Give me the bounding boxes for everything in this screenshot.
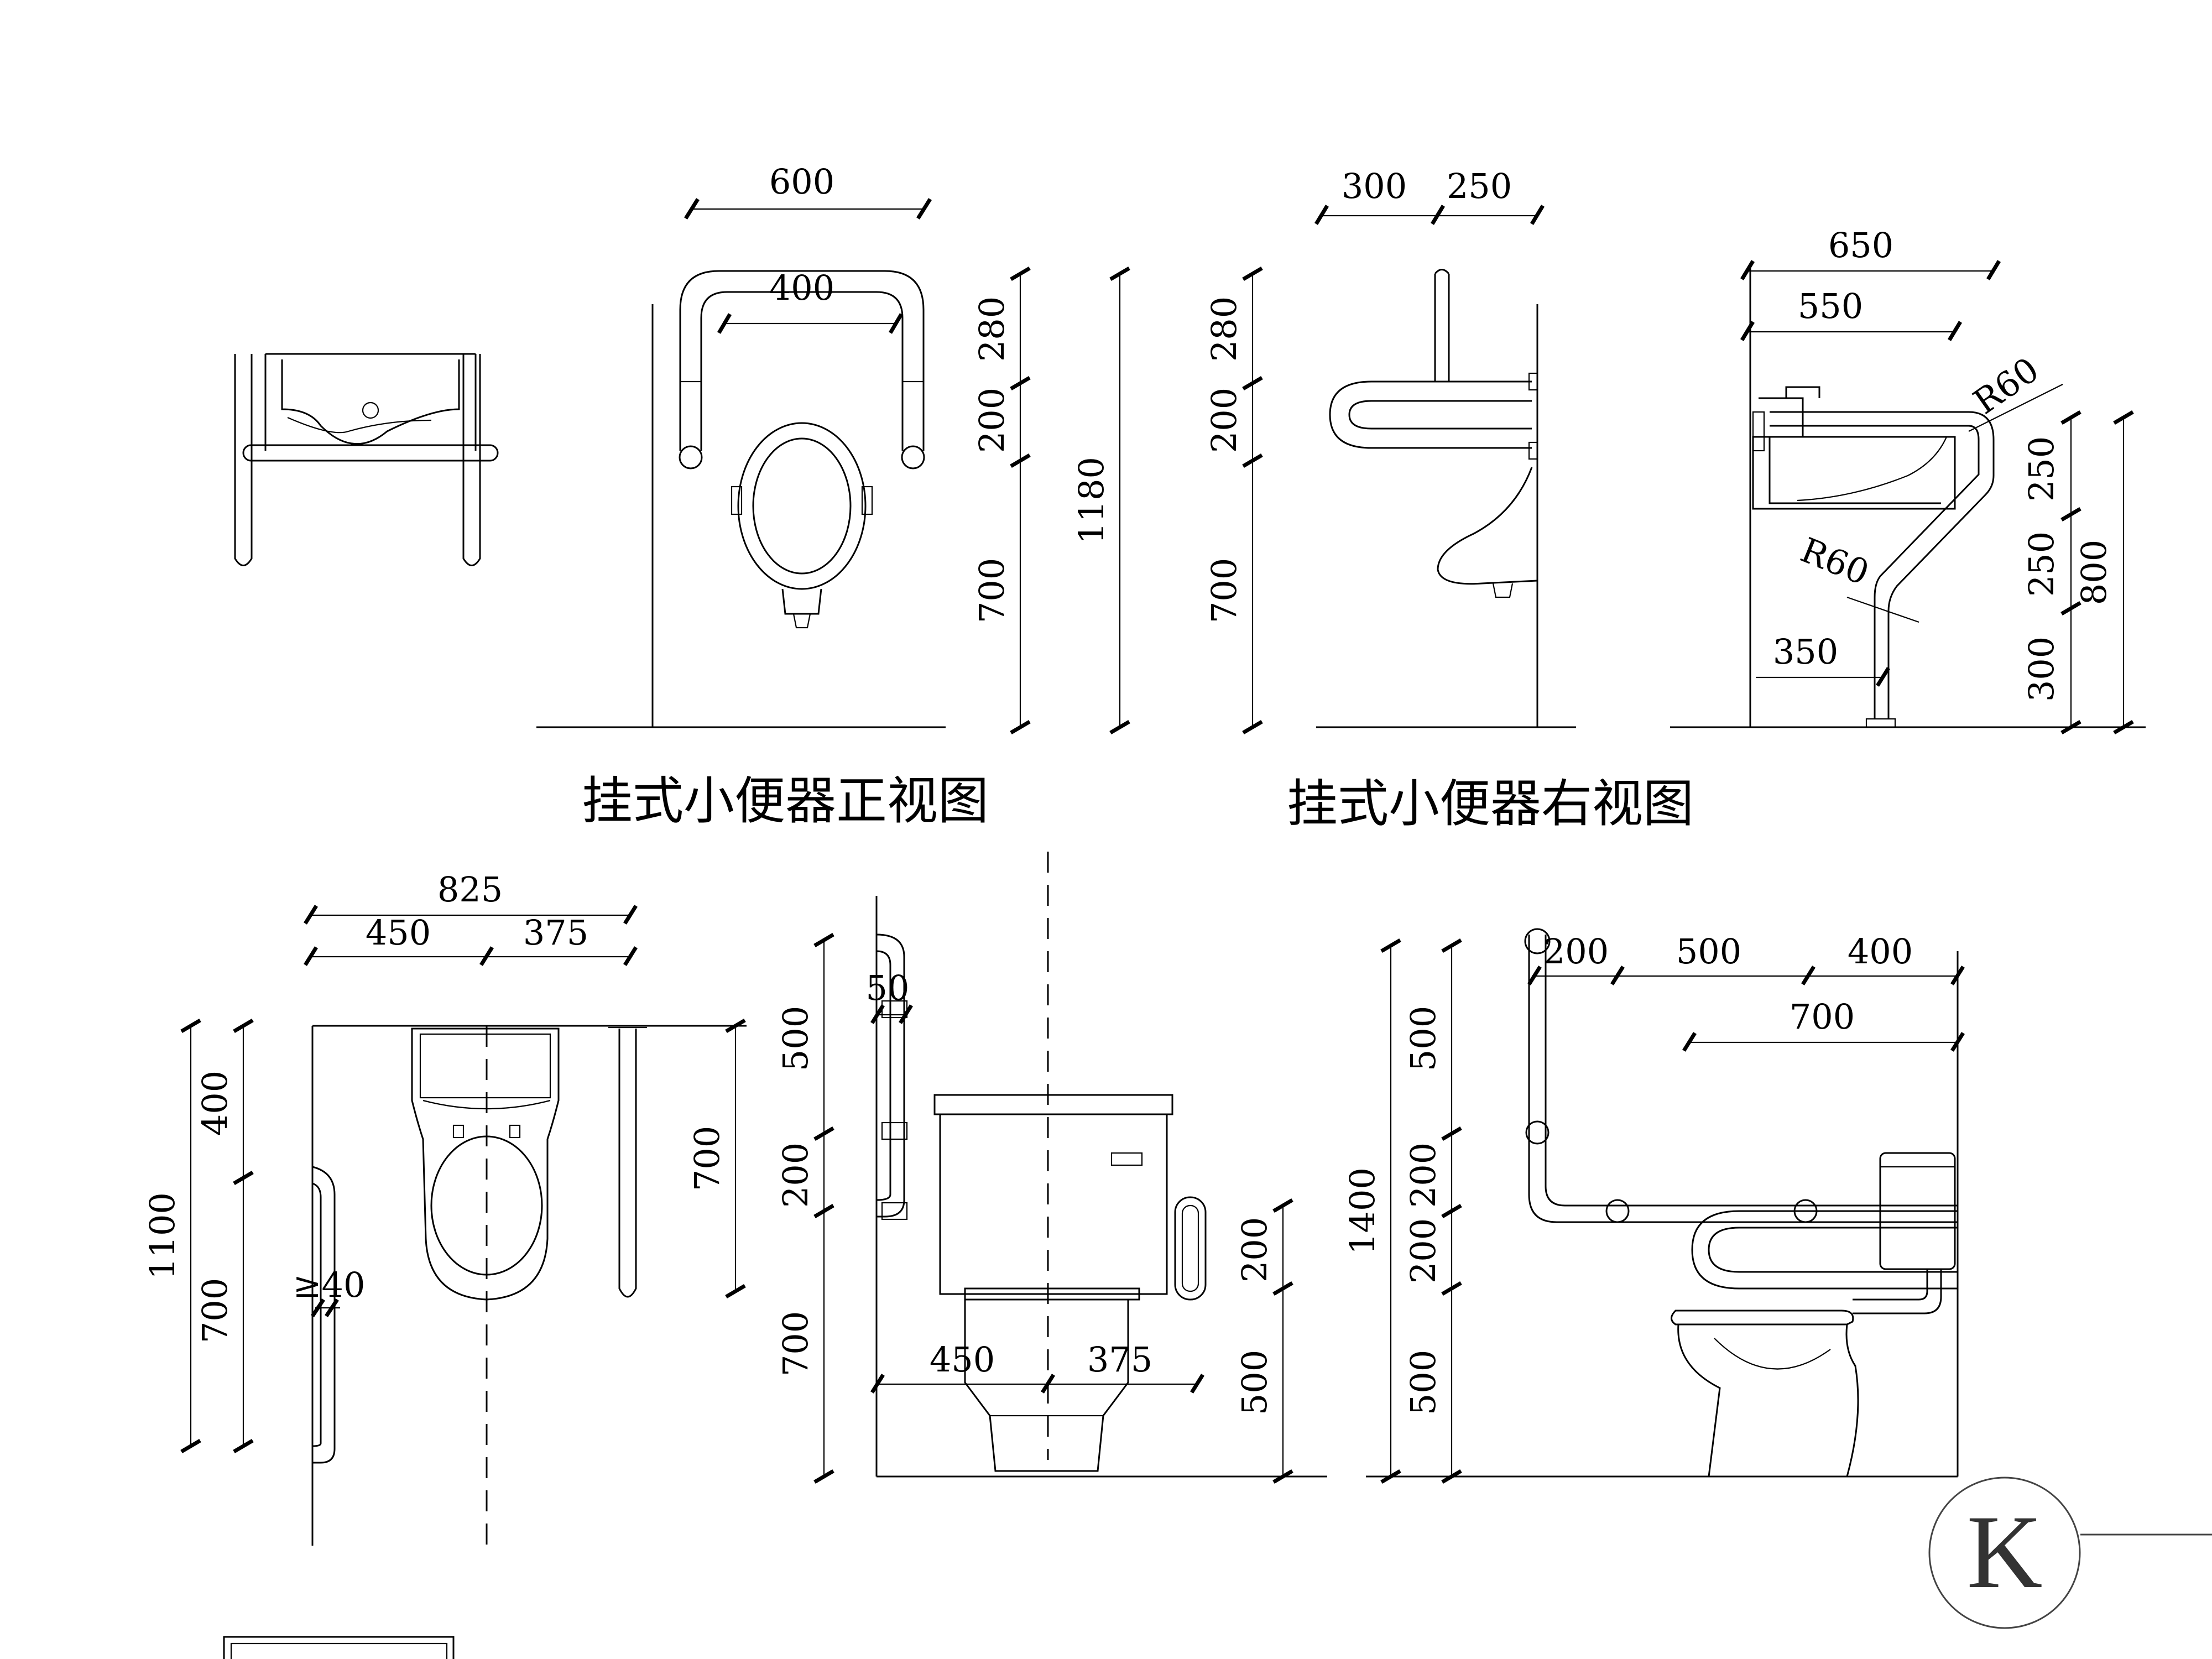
- toilet-side-dimensions: [1380, 938, 1965, 1484]
- dim-label: 700: [775, 1311, 816, 1376]
- dim-label: R60: [1795, 530, 1875, 593]
- toilet-front-dimensions: [813, 932, 1293, 1484]
- dim-label: R60: [1966, 349, 2046, 422]
- dim-label: 200: [1403, 1142, 1443, 1208]
- dim-label: 600: [769, 161, 834, 202]
- dim-label: 300: [2021, 637, 2062, 702]
- basin-plan-drawing: [234, 353, 499, 566]
- dim-label: 500: [775, 1006, 816, 1071]
- toilet-front-view: [875, 852, 1327, 1478]
- dim-label: 700: [195, 1278, 235, 1343]
- dim-label: 825: [437, 869, 503, 910]
- basin-side-section: [1670, 265, 2146, 728]
- dim-label: 700: [972, 558, 1012, 623]
- dim-label: 650: [1828, 225, 1893, 265]
- urinal-front-view-title: 挂式小便器正视图: [582, 771, 989, 831]
- dim-label: 250: [2021, 436, 2062, 502]
- dim-label: 800: [2074, 540, 2114, 605]
- logo-letter: K: [1966, 1494, 2042, 1610]
- dimension-labels: 600 400 280 200 700 1180 300 250 280 200…: [142, 161, 2114, 1415]
- dim-label: 550: [1798, 286, 1863, 326]
- logo-badge: K: [1928, 1477, 2212, 1629]
- dim-label: 500: [1676, 931, 1741, 972]
- dim-label: 1180: [1071, 457, 1112, 544]
- dim-label: 450: [366, 912, 431, 953]
- dim-label: 300: [1342, 166, 1407, 206]
- dim-label: 400: [1848, 931, 1913, 972]
- dim-label: 400: [195, 1071, 235, 1136]
- dim-label: ≥40: [293, 1265, 366, 1305]
- urinal-right-dimensions: [1242, 205, 1545, 735]
- dim-label: 200: [1403, 1218, 1443, 1284]
- dim-label: 200: [1543, 931, 1609, 972]
- urinal-front-view: [536, 270, 946, 728]
- urinal-front-dimensions: [684, 198, 1130, 735]
- partial-fixture-bottom: [223, 1636, 455, 1659]
- toilet-plan-dimensions: [180, 905, 746, 1454]
- dim-label: 200: [972, 388, 1012, 453]
- dim-label: 1100: [142, 1192, 182, 1280]
- basin-side-dimensions: [1740, 260, 2134, 735]
- toilet-side-view: [1366, 928, 1959, 1478]
- dim-label: 200: [775, 1142, 816, 1208]
- dim-label: 250: [1447, 166, 1512, 206]
- dim-label: 500: [1234, 1350, 1275, 1415]
- dim-label: 375: [523, 912, 588, 953]
- dim-label: 450: [930, 1339, 995, 1380]
- dim-label: 200: [1234, 1217, 1275, 1282]
- dim-label: 1400: [1342, 1167, 1383, 1255]
- dim-label: 700: [1790, 997, 1855, 1037]
- dim-label: 700: [1204, 558, 1244, 623]
- dim-label: 200: [1204, 388, 1244, 453]
- urinal-right-view: [1316, 269, 1576, 728]
- dim-label: 250: [2021, 531, 2062, 597]
- dim-label: 50: [866, 968, 910, 1008]
- dim-label: 500: [1403, 1006, 1443, 1071]
- dim-label: 400: [769, 268, 834, 308]
- toilet-plan-view: [311, 1025, 747, 1548]
- dim-label: 350: [1773, 632, 1838, 672]
- dim-label: 280: [1204, 296, 1244, 362]
- dim-label: 700: [687, 1126, 727, 1191]
- dim-label: 280: [972, 296, 1012, 362]
- dim-label: 375: [1087, 1339, 1152, 1380]
- dim-label: 500: [1403, 1350, 1443, 1415]
- urinal-right-view-title: 挂式小便器右视图: [1287, 774, 1694, 833]
